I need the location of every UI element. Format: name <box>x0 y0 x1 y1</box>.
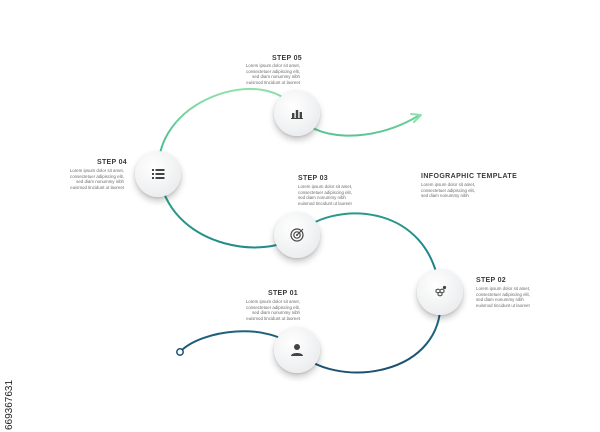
step-04-body: Lorem ipsum dolor sit amet, consectetuer… <box>50 168 124 190</box>
infographic-subtitle-line: sed diam nonummy nibh <box>421 193 469 199</box>
step-05-body-line: consectetuer adipiscing elit, <box>246 68 300 74</box>
step-01-body-line: euismod tincidunt ut laoreet <box>246 315 300 321</box>
infographic-subtitle: Lorem ipsum dolor sit amet, consectetuer… <box>421 182 516 199</box>
step-05-body: Lorem ipsum dolor sit amet, consectetuer… <box>226 63 300 85</box>
step-05-body-line: euismod tincidunt ut laoreet <box>246 79 300 85</box>
step-02-body-line: Lorem ipsum dolor sit amet, <box>476 286 531 291</box>
target-icon <box>290 228 304 242</box>
step-01-node <box>274 327 320 373</box>
infographic-subtitle-line: consectetuer adipiscing elit, <box>421 187 475 193</box>
infographic-title: INFOGRAPHIC TEMPLATE <box>421 173 518 180</box>
step-01-body-line: Lorem ipsum dolor sit amet, <box>245 299 300 304</box>
step-02-body-line: sed diam nonummy nibh <box>476 297 524 303</box>
step-04-title: STEP 04 <box>97 159 127 166</box>
step-05-node <box>274 90 320 136</box>
step-02-title: STEP 02 <box>476 277 506 284</box>
step-02-body: Lorem ipsum dolor sit amet, consectetuer… <box>476 286 550 308</box>
step-04-node <box>135 151 181 197</box>
step-05-body-line: sed diam nonummy nibh <box>252 74 300 80</box>
step-02-body-line: consectetuer adipiscing elit, <box>476 291 530 297</box>
step-03-body-line: Lorem ipsum dolor sit amet, <box>298 184 353 189</box>
honeycomb-icon <box>435 285 447 297</box>
step-01-body-line: consectetuer adipiscing elit, <box>246 304 300 310</box>
list-icon <box>152 169 165 179</box>
step-05-title: STEP 05 <box>272 55 302 62</box>
infographic-subtitle-line: Lorem ipsum dolor sit amet, <box>421 182 476 187</box>
step-03-body-line: consectetuer adipiscing elit, <box>298 189 352 195</box>
step-01-body-line: sed diam nonummy nibh <box>252 310 300 316</box>
stock-id-label: 669367631 <box>4 379 15 430</box>
step-03-title: STEP 03 <box>298 175 328 182</box>
person-icon <box>291 344 303 356</box>
step-04-body-line: Lorem ipsum dolor sit amet, <box>69 168 124 173</box>
path-arrowhead <box>410 113 422 123</box>
path-start-dot <box>176 348 184 356</box>
step-02-node <box>417 269 463 315</box>
bar-chart-icon <box>291 110 303 119</box>
step-05-body-line: Lorem ipsum dolor sit amet, <box>245 63 300 68</box>
step-04-body-line: consectetuer adipiscing elit, <box>70 173 124 179</box>
step-04-body-line: sed diam nonummy nibh <box>76 179 124 185</box>
step-03-body-line: sed diam nonummy nibh <box>298 195 346 201</box>
step-02-body-line: euismod tincidunt ut laoreet <box>476 302 530 308</box>
step-01-body: Lorem ipsum dolor sit amet, consectetuer… <box>226 299 300 321</box>
step-03-body-line: euismod tincidunt ut laoreet <box>298 200 352 206</box>
step-04-body-line: euismod tincidunt ut laoreet <box>70 184 124 190</box>
step-03-body: Lorem ipsum dolor sit amet, consectetuer… <box>298 184 372 206</box>
step-01-title: STEP 01 <box>268 290 298 297</box>
step-03-node <box>274 212 320 258</box>
